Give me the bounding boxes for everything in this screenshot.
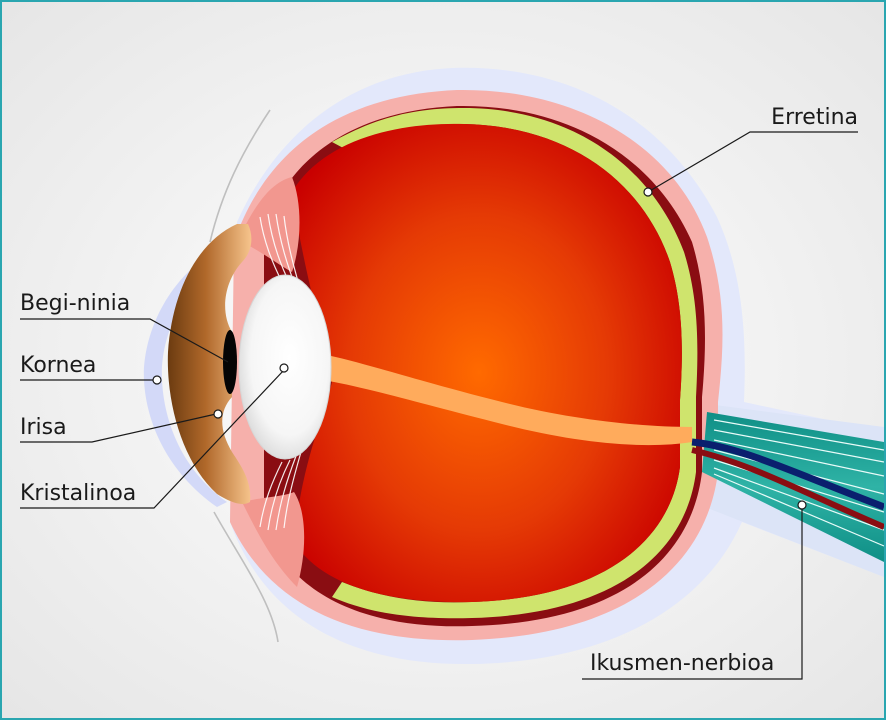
marker-kristalinoa xyxy=(279,363,289,373)
retinal-artery xyxy=(691,447,884,530)
label-ikusmen-nerbioa: Ikusmen-nerbioa xyxy=(590,651,774,676)
leader-irisa xyxy=(20,413,217,443)
leader-kristalinoa xyxy=(20,369,285,509)
label-irisa: Irisa xyxy=(20,415,67,440)
leader-erretina xyxy=(647,131,858,193)
pupil xyxy=(223,330,237,394)
marker-dots xyxy=(152,187,807,510)
iris xyxy=(167,224,252,505)
label-kristalinoa: Kristalinoa xyxy=(20,481,136,506)
eyelid-lower-line xyxy=(213,511,279,643)
eyelid-upper-line xyxy=(209,109,271,243)
label-kornea: Kornea xyxy=(20,353,96,378)
vitreous-body xyxy=(292,123,682,603)
marker-irisa xyxy=(213,409,223,419)
ciliary-body-lower xyxy=(242,492,305,587)
hyaloid-canal xyxy=(322,354,692,446)
marker-ikusmen-nerbioa xyxy=(797,500,807,510)
leader-lines xyxy=(20,131,858,680)
leader-begi-ninia xyxy=(20,318,229,363)
label-begi-ninia: Begi-ninia xyxy=(20,291,130,316)
marker-erretina xyxy=(643,187,653,197)
cornea xyxy=(143,250,227,507)
marker-kornea xyxy=(152,375,162,385)
label-erretina: Erretina xyxy=(771,105,858,130)
ciliary-body-upper xyxy=(242,177,300,272)
retinal-vein xyxy=(691,438,884,511)
leader-ikusmen-nerbioa xyxy=(582,505,803,680)
